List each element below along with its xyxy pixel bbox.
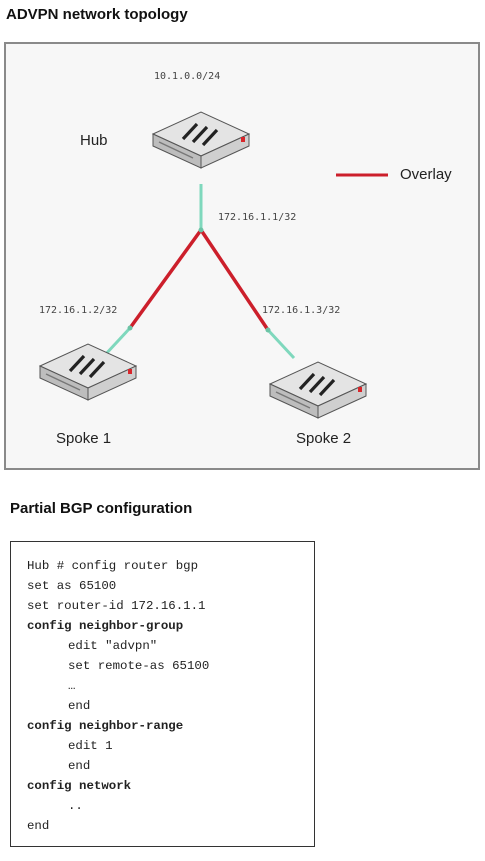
- config-line: set router-id 172.16.1.1: [27, 599, 206, 613]
- spoke2-device-icon: [268, 360, 368, 420]
- spoke1-underlay-link: [102, 326, 132, 358]
- hub-label: Hub: [80, 132, 108, 149]
- bgp-config-box: Hub # config router bgp set as 65100 set r…: [10, 541, 315, 847]
- hub-device-icon: [151, 110, 251, 170]
- spoke2-ip-label: 172.16.1.3/32: [262, 305, 341, 316]
- legend-overlay-label: Overlay: [400, 166, 452, 183]
- config-line: set remote-as 65100: [68, 659, 210, 673]
- config-line: config neighbor-range: [27, 719, 184, 733]
- hub-junction: [198, 227, 204, 233]
- config-title: Partial BGP configuration: [10, 500, 193, 517]
- overlay-link-spoke2: [199, 229, 270, 331]
- spoke2-label: Spoke 2: [296, 430, 352, 447]
- hub-ip-label: 172.16.1.1/32: [218, 212, 297, 223]
- spoke1-junction: [127, 325, 133, 331]
- diagram-title: ADVPN network topology: [6, 6, 188, 23]
- config-line: …: [68, 679, 76, 693]
- config-line: end: [68, 699, 91, 713]
- config-line: set as 65100: [27, 579, 117, 593]
- config-line: edit 1: [68, 739, 113, 753]
- spoke1-label: Spoke 1: [56, 430, 112, 447]
- overlay-link-spoke1: [128, 228, 203, 330]
- spoke2-underlay-link: [266, 328, 296, 360]
- topology-svg: [38, 110, 388, 420]
- config-line: config network: [27, 779, 132, 793]
- config-line: end: [68, 759, 91, 773]
- config-line: Hub # config router bgp: [27, 559, 199, 573]
- config-line: ..: [68, 799, 83, 813]
- config-line: config neighbor-group: [27, 619, 184, 633]
- spoke2-junction: [265, 327, 271, 333]
- topology-diagram: 10.1.0.0/24 Hub 172.16.1.1/32 172.16.1.2…: [4, 42, 480, 470]
- config-line: end: [27, 819, 50, 833]
- config-line: edit "advpn": [68, 639, 158, 653]
- bgp-config-code: Hub # config router bgp set as 65100 set r…: [11, 542, 314, 836]
- spoke1-ip-label: 172.16.1.2/32: [39, 305, 118, 316]
- hub-subnet-label: 10.1.0.0/24: [154, 71, 221, 82]
- spoke1-device-icon: [38, 342, 138, 402]
